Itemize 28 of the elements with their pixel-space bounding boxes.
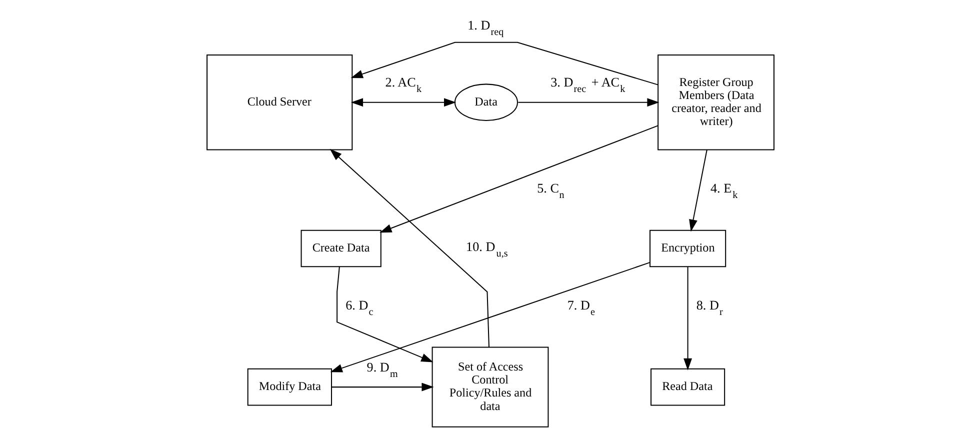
arrow <box>350 42 658 86</box>
arrow <box>330 262 650 372</box>
node-box: Modify Data <box>246 368 332 406</box>
arrow <box>331 382 434 392</box>
node-box: Encryption <box>649 230 726 268</box>
arrow <box>683 266 692 370</box>
edge-label: 4. E$_{k}$ <box>710 180 738 201</box>
edge-label: 5. C$_{n}$ <box>536 180 564 201</box>
edge-label: 6. D$_{c}$ <box>345 297 373 318</box>
edge-label: 2. AC$_{k}$ <box>384 74 422 96</box>
arrow <box>329 148 489 348</box>
node-ellipse: Data <box>454 84 518 121</box>
arrow <box>336 266 433 362</box>
edge-label: 7. D$_{e}$ <box>566 297 594 318</box>
arrow <box>688 150 707 232</box>
node-box: Cloud Server <box>206 54 352 150</box>
node-box: Create Data <box>300 230 381 268</box>
arrow <box>379 125 658 233</box>
edge-label: 8. D$_{r}$ <box>696 297 722 318</box>
arrow <box>350 98 456 107</box>
edge-label: 1. D$_{req}$ <box>467 18 504 38</box>
node-box: Set of Access Control Policy/Rules and data <box>431 346 548 428</box>
edge-label: 3. D$_{rec}$ + AC$_{k}$ <box>550 74 625 96</box>
arrow <box>518 98 659 107</box>
node-box: Read Data <box>650 368 725 406</box>
edge-label: 10. D$_{u,s}$ <box>466 238 508 260</box>
node-box: Register Group Members (Data creator, reader and writer) <box>657 54 774 150</box>
edge-label: 9. D$_{m}$ <box>366 359 398 380</box>
